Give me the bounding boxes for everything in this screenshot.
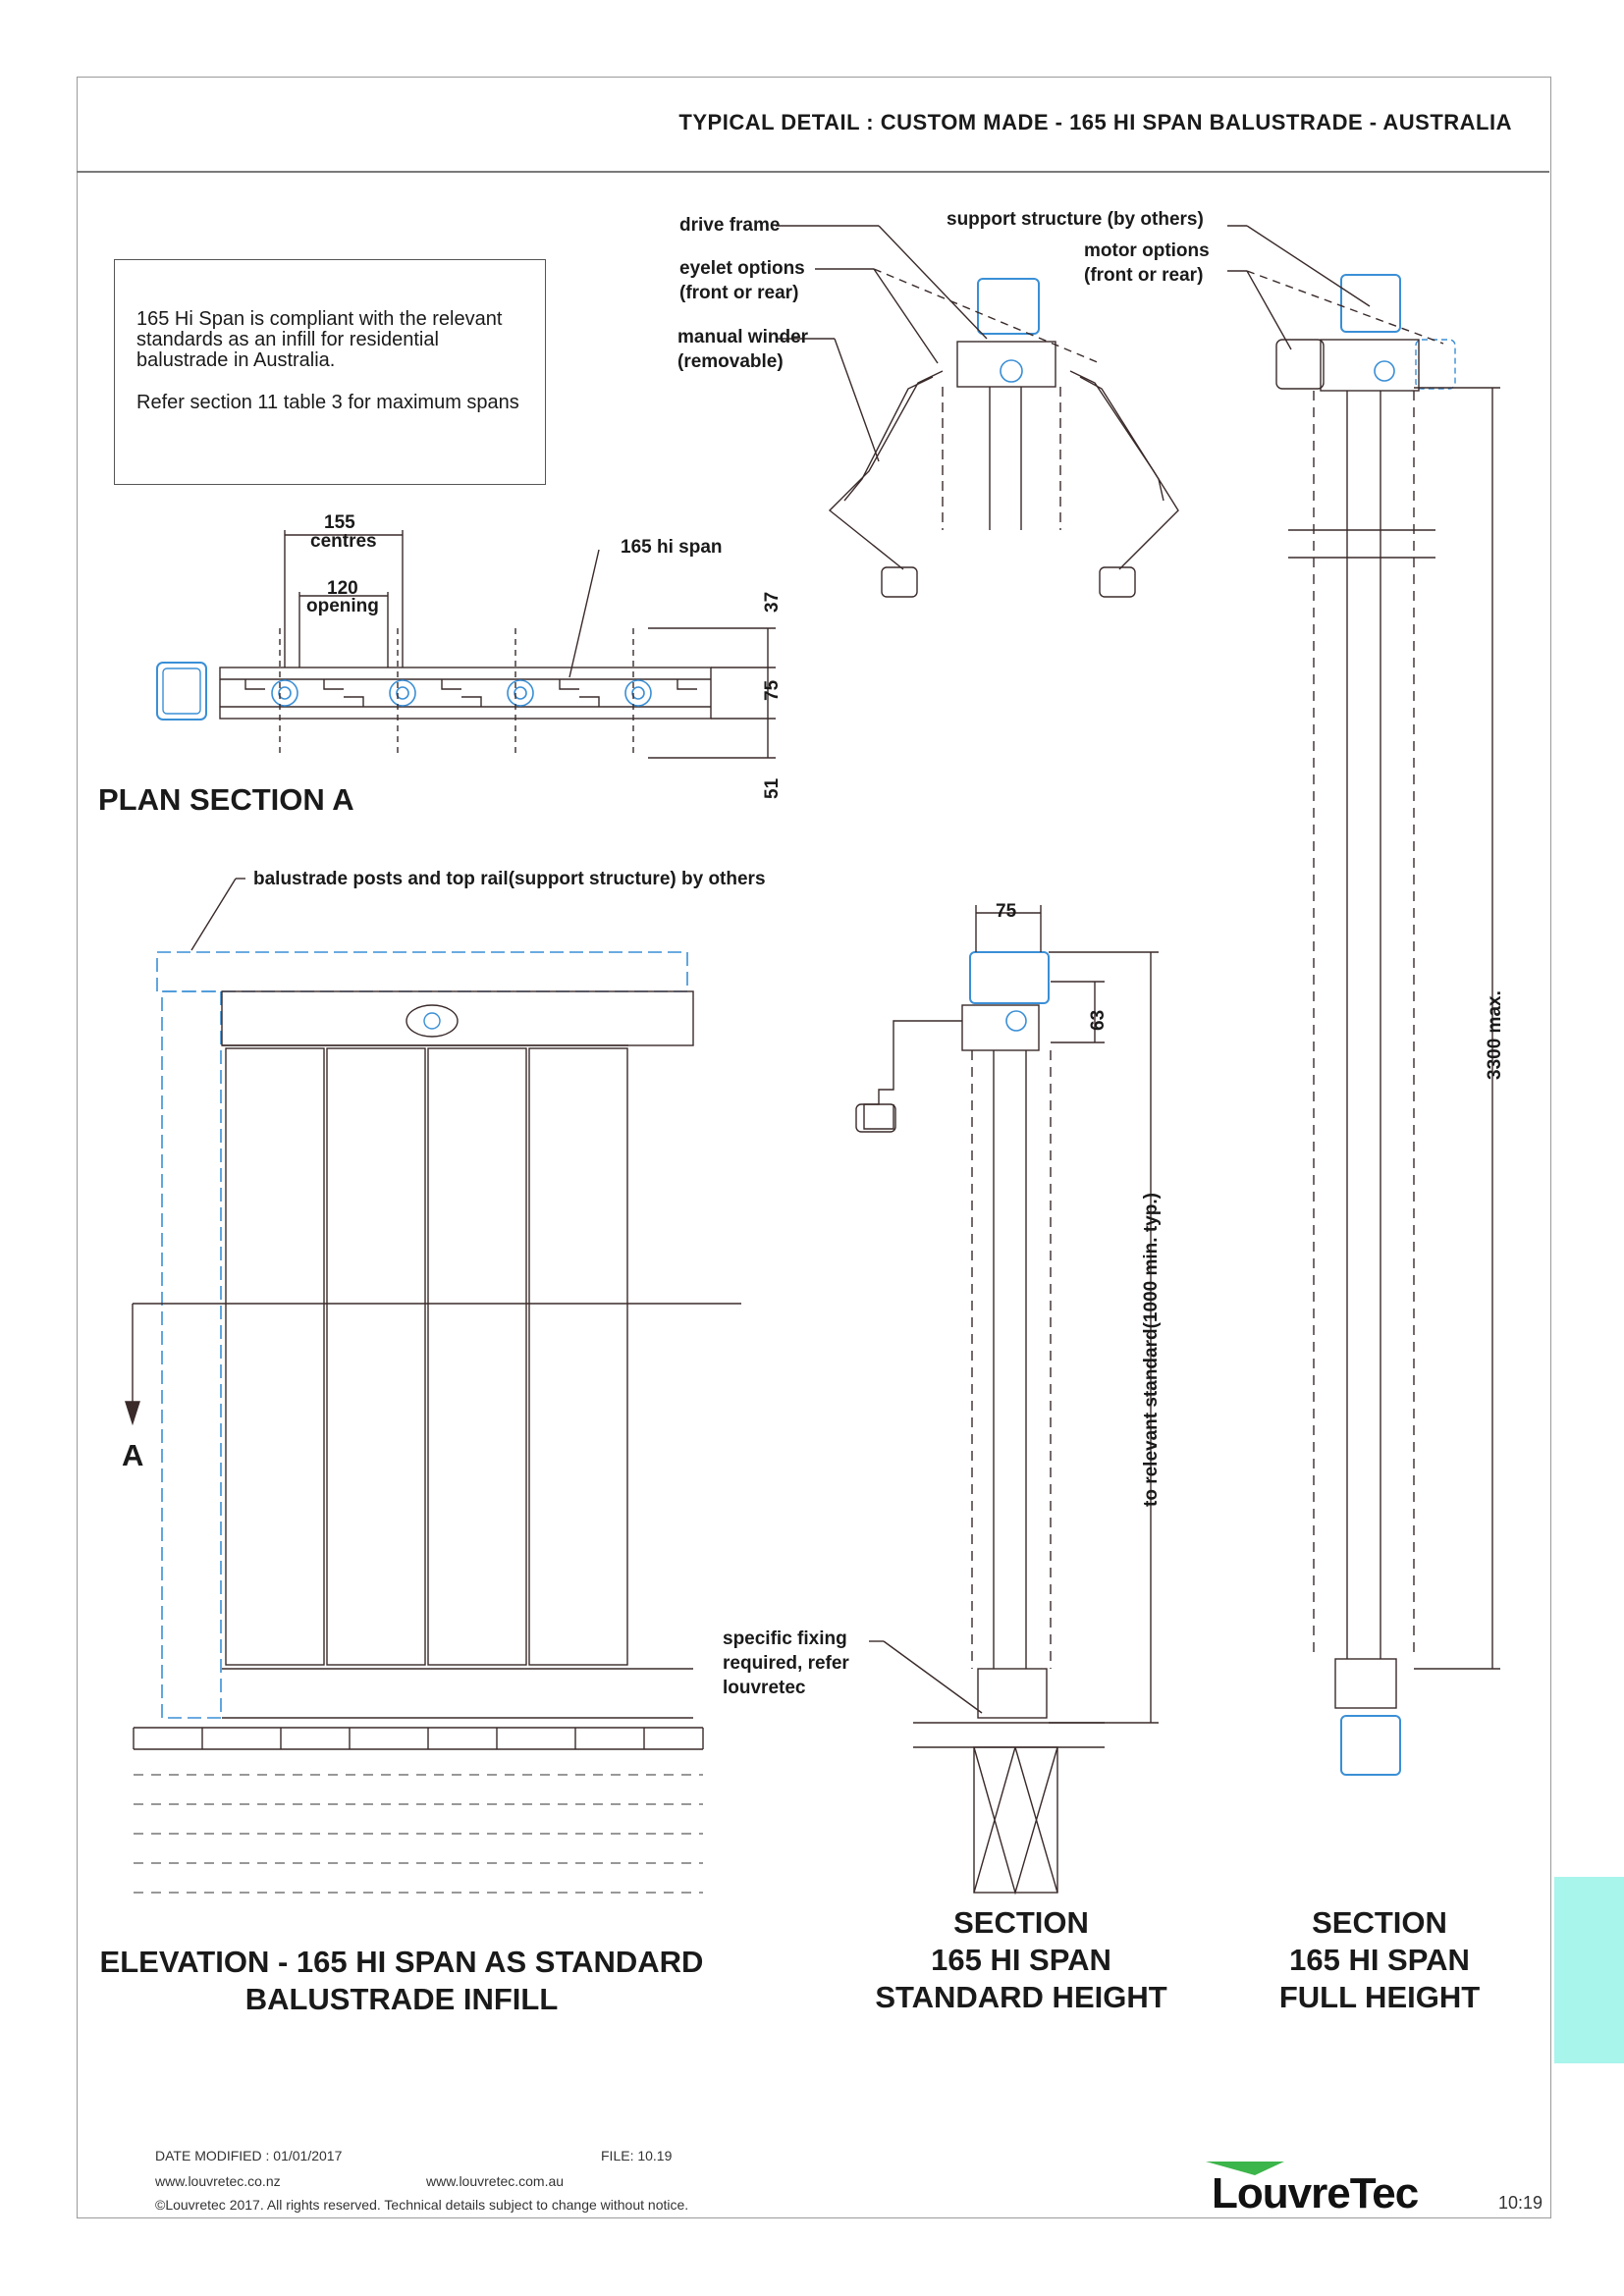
section-std-dim-75: 75 — [996, 901, 1017, 922]
manual-winder-label: manual winder — [677, 327, 809, 347]
fixing-label-line2: required, refer — [723, 1653, 849, 1674]
plan-hi-span-label: 165 hi span — [621, 537, 723, 558]
section-full-height-label: 3300 max. — [1485, 990, 1505, 1080]
section-tab — [1554, 1877, 1624, 2063]
plan-dim-37: 37 — [762, 591, 783, 613]
section-full-title-line3: FULL HEIGHT — [1278, 1980, 1481, 2014]
section-standard-height-drawing — [855, 905, 1159, 1896]
drive-frame-drawing — [776, 225, 1179, 598]
support-structure-label: support structure (by others) — [947, 209, 1204, 230]
fixing-label-line3: louvretec — [723, 1678, 806, 1698]
footer-date-modified: DATE MODIFIED : 01/01/2017 — [155, 2148, 343, 2163]
spans-note-text: Refer section 11 table 3 for maximum spa… — [136, 392, 519, 413]
elevation-drawing — [125, 878, 741, 1894]
section-full-title-line1: SECTION — [1312, 1905, 1447, 1940]
section-std-dim-63: 63 — [1088, 1009, 1109, 1031]
page-frame — [77, 77, 1551, 2218]
plan-opening-label: opening — [306, 596, 379, 616]
logo-swoosh-icon — [1206, 2162, 1284, 2175]
plan-opening-value: 120 — [327, 578, 358, 599]
section-std-height-label: to relevant standard(1000 min. typ.) — [1141, 1193, 1162, 1507]
section-full-title-line2: 165 HI SPAN — [1289, 1943, 1470, 1977]
page-title: TYPICAL DETAIL : CUSTOM MADE - 165 HI SP… — [678, 110, 1512, 134]
compliance-note-text: 165 Hi Span is compliant with the releva… — [136, 308, 503, 371]
plan-centres-label: centres — [310, 531, 377, 552]
logo-wordmark: LouvreTec — [1212, 2169, 1419, 2217]
section-cut-marker: A — [122, 1438, 144, 1472]
plan-dim-51: 51 — [762, 777, 783, 799]
footer-copyright: ©Louvretec 2017. All rights reserved. Te… — [155, 2197, 689, 2213]
louvretec-logo: LouvreTec — [1200, 2160, 1455, 2218]
section-std-title-line1: SECTION — [953, 1905, 1089, 1940]
header-rule — [77, 171, 1549, 173]
fixing-label-line1: specific fixing — [723, 1629, 847, 1649]
footer-file: FILE: 10.19 — [601, 2148, 673, 2163]
plan-centres-value: 155 — [324, 512, 355, 533]
motor-options-label: motor options — [1084, 240, 1210, 261]
plan-section-drawing — [156, 530, 776, 759]
plan-dim-75: 75 — [762, 679, 783, 701]
balustrade-posts-label: balustrade posts and top rail(support st… — [253, 869, 766, 889]
manual-winder-removable-label: (removable) — [677, 351, 784, 372]
elevation-title-line1: ELEVATION - 165 HI SPAN AS STANDARD — [99, 1945, 704, 1979]
section-full-height-drawing — [1227, 225, 1500, 1776]
section-std-title-line2: 165 HI SPAN — [931, 1943, 1111, 1977]
eyelet-front-rear-label: (front or rear) — [679, 283, 799, 303]
footer-site-au[interactable]: www.louvretec.com.au — [426, 2173, 565, 2189]
eyelet-options-label: eyelet options — [679, 258, 805, 279]
elevation-title-line2: BALUSTRADE INFILL — [244, 1982, 559, 2016]
section-std-title-line3: STANDARD HEIGHT — [875, 1980, 1167, 2014]
footer-page-number: 10:19 — [1498, 2193, 1543, 2213]
footer-site-nz[interactable]: www.louvretec.co.nz — [155, 2173, 281, 2189]
drive-frame-label: drive frame — [679, 215, 781, 236]
compliance-note-box: 165 Hi Span is compliant with the releva… — [114, 259, 546, 485]
motor-front-rear-label: (front or rear) — [1084, 265, 1204, 286]
plan-section-title: PLAN SECTION A — [98, 782, 354, 817]
